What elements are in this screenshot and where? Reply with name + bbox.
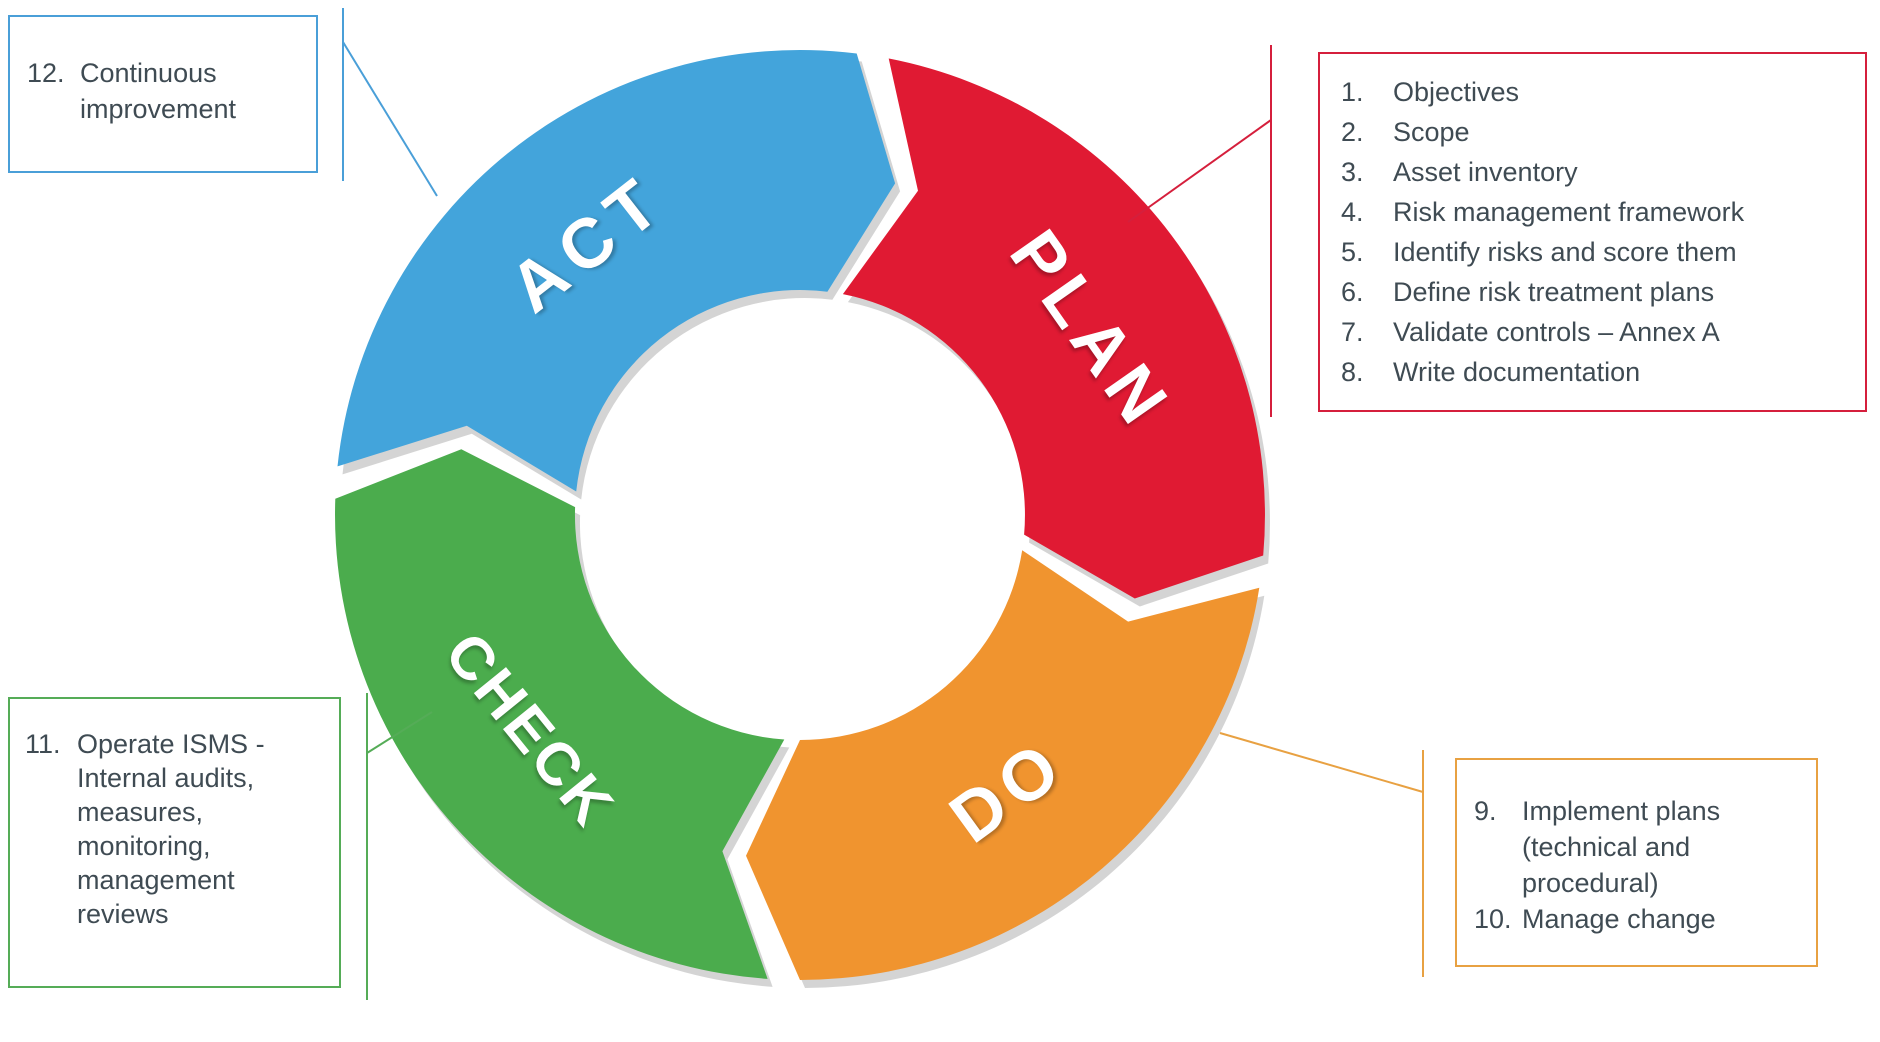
item-number: 12. (27, 58, 65, 88)
callout-plan: 1. Objectives 2. Scope 3. Asset inventor… (1318, 52, 1867, 412)
list-item: 3. Asset inventory (1341, 152, 1855, 192)
item-number: 5. (1341, 237, 1364, 267)
item-text: Define risk treatment plans (1393, 277, 1715, 307)
list-item: 7. Validate controls – Annex A (1341, 312, 1855, 352)
item-number: 8. (1341, 357, 1364, 387)
item-number: 6. (1341, 277, 1364, 307)
item-text: Write documentation (1393, 357, 1641, 387)
item-number: 2. (1341, 117, 1364, 147)
list-item: 6. Define risk treatment plans (1341, 272, 1855, 312)
item-text: Risk management framework (1393, 197, 1745, 227)
list-item: 10. Manage change (1474, 901, 1806, 937)
item-number: 7. (1341, 317, 1364, 347)
item-number: 3. (1341, 157, 1364, 187)
connector-plan-diagonal (1127, 119, 1272, 223)
item-text: Operate ISMS - Internal audits, measures… (77, 729, 265, 929)
list-item: 2. Scope (1341, 112, 1855, 152)
item-text: Objectives (1393, 77, 1520, 107)
item-number: 9. (1474, 796, 1497, 826)
list-item: 8. Write documentation (1341, 352, 1855, 392)
segment-act (337, 50, 896, 492)
list-item: 5. Identify risks and score them (1341, 232, 1855, 272)
segment-check (335, 449, 785, 979)
list-item: 12. Continuous improvement (27, 55, 306, 127)
item-text: Identify risks and score them (1393, 237, 1737, 267)
connector-do-diagonal (1219, 732, 1424, 793)
callout-act: 12. Continuous improvement (8, 15, 318, 173)
item-number: 11. (25, 729, 61, 759)
list-item: 4. Risk management framework (1341, 192, 1855, 232)
connector-act-diagonal (342, 41, 438, 197)
item-number: 1. (1341, 77, 1364, 107)
connector-check-diagonal (366, 711, 433, 754)
list-item: 11. Operate ISMS - Internal audits, meas… (25, 727, 329, 931)
item-text: Continuous improvement (80, 58, 237, 124)
item-text: Implement plans (technical and procedura… (1522, 796, 1721, 898)
item-text: Manage change (1522, 904, 1716, 934)
callout-do: 9. Implement plans (technical and proced… (1455, 758, 1818, 967)
item-text: Asset inventory (1393, 157, 1578, 187)
item-text: Validate controls – Annex A (1393, 317, 1720, 347)
callout-check: 11. Operate ISMS - Internal audits, meas… (8, 697, 341, 988)
segment-do (746, 550, 1260, 980)
item-number: 4. (1341, 197, 1364, 227)
segment-plan (842, 58, 1265, 599)
item-text: Scope (1393, 117, 1470, 147)
list-item: 1. Objectives (1341, 72, 1855, 112)
list-item: 9. Implement plans (technical and proced… (1474, 793, 1806, 901)
item-number: 10. (1474, 904, 1512, 934)
